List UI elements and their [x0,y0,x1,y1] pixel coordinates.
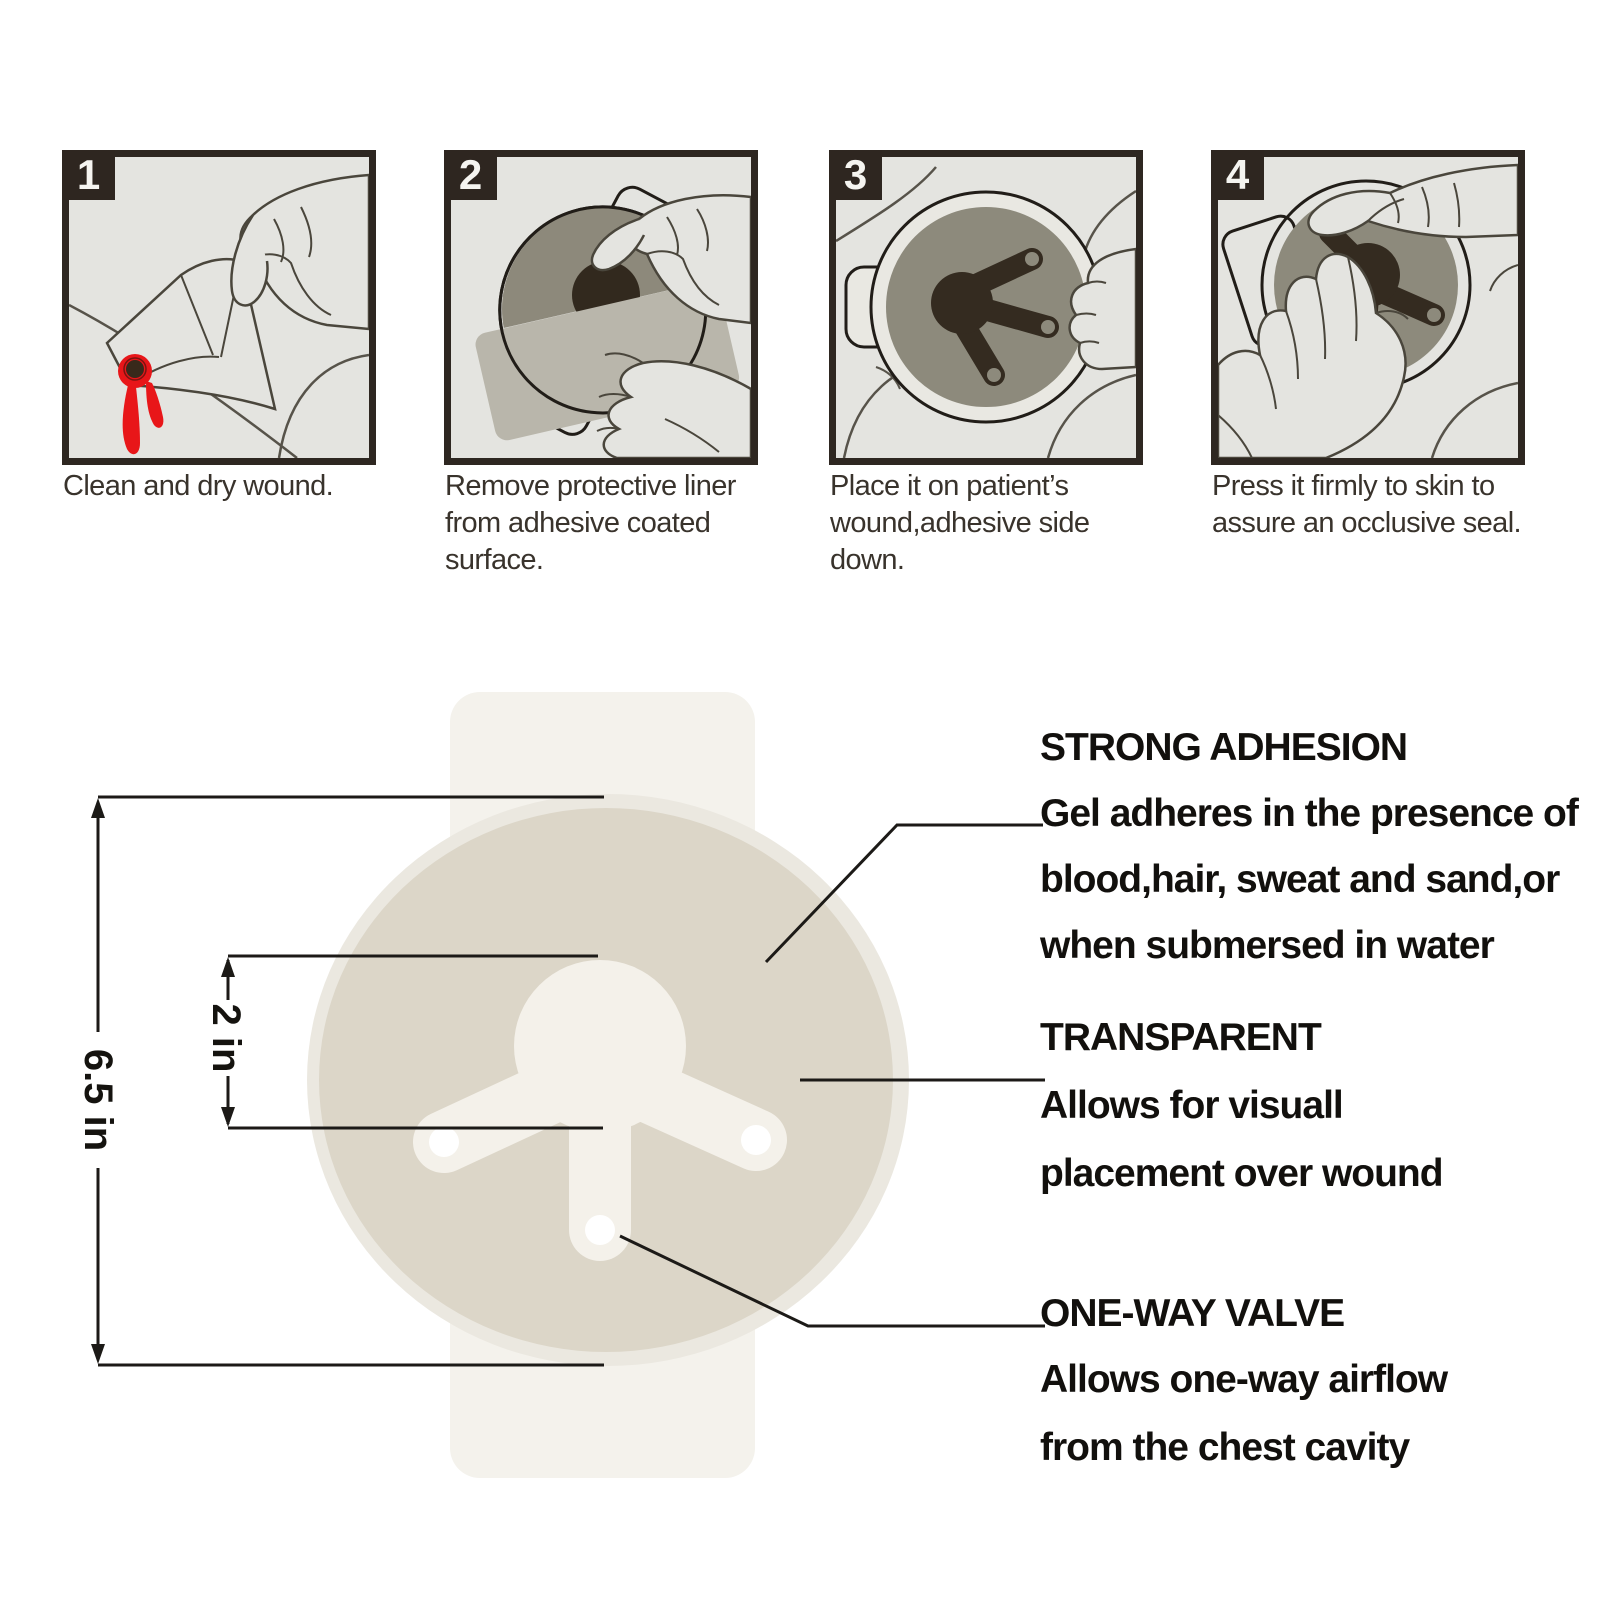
step-caption-3: Place it on patient’s wound,adhesive sid… [830,468,1090,579]
step-4-illustration [1218,157,1518,458]
one-way-valve [931,248,1059,386]
bleeding-wound [118,354,164,455]
step-panel-4: 4 [1211,150,1525,465]
step-panel-1: 1 [62,150,376,465]
valve-span-label: 2 in [204,1003,248,1073]
step-2-illustration [451,157,751,458]
feature-line: when submersed in water [1040,924,1495,967]
hand-placing-seal [1068,247,1136,371]
step-number: 2 [458,151,483,198]
leader-strong-adhesion [764,823,1043,964]
step-number-badge: 3 [829,150,882,200]
feature-line: Allows for visuall [1040,1084,1344,1127]
feature-line: Gel adheres in the presence of [1040,792,1579,835]
step-number: 3 [843,151,868,198]
step-number: 4 [1225,151,1250,198]
overall-height-label: 6.5 in [76,1048,120,1152]
feature-title-strong-adhesion: STRONG ADHESION [1040,726,1408,769]
step-caption-2: Remove protective liner from adhesive co… [445,468,736,579]
feature-line: from the chest cavity [1040,1426,1410,1469]
hand-pulling-liner [596,352,751,458]
step-caption-1: Clean and dry wound. [63,468,334,505]
feature-line: blood,hair, sweat and sand,or [1040,858,1560,901]
caption-line: assure an occlusive seal. [1212,507,1522,539]
caption-line: Place it on patient’s [830,470,1069,502]
hand-wiping [230,173,369,331]
step-1-illustration [69,157,369,458]
valve-port-hole-right [741,1125,771,1155]
valve-port-hole-left [429,1127,459,1157]
feature-line: Allows one-way airflow [1040,1358,1448,1401]
leader-one-way-valve [619,1234,1045,1328]
caption-line: surface. [445,544,544,576]
leader-lines [619,823,1045,1328]
hand-pressing-top [1307,163,1518,292]
step-caption-4: Press it firmly to skin to assure an occ… [1212,468,1522,542]
dimension-lines [96,795,604,1367]
step-number-badge: 4 [1211,150,1264,200]
dimension-arrowheads [91,798,235,1364]
caption-line: wound,adhesive side [830,507,1090,539]
step-panel-3: 3 [829,150,1143,465]
valve-body [413,960,787,1261]
caption-line: down. [830,544,905,576]
caption-line: Clean and dry wound. [63,470,334,502]
feature-title-one-way-valve: ONE-WAY VALVE [1040,1292,1345,1335]
hand-pressing-bottom [1218,252,1409,458]
step-3-illustration [836,157,1136,458]
step-number-badge: 1 [62,150,115,200]
step-panel-2: 2 [444,150,758,465]
step-number-badge: 2 [444,150,497,200]
feature-title-transparent: TRANSPARENT [1040,1016,1322,1059]
hand-holding-seal [590,194,751,325]
step-number: 1 [76,151,101,198]
caption-line: Remove protective liner [445,470,736,502]
caption-line: Press it firmly to skin to [1212,470,1495,502]
feature-line: placement over wound [1040,1152,1444,1195]
valve-port-hole-bottom [585,1215,615,1245]
caption-line: from adhesive coated [445,507,711,539]
